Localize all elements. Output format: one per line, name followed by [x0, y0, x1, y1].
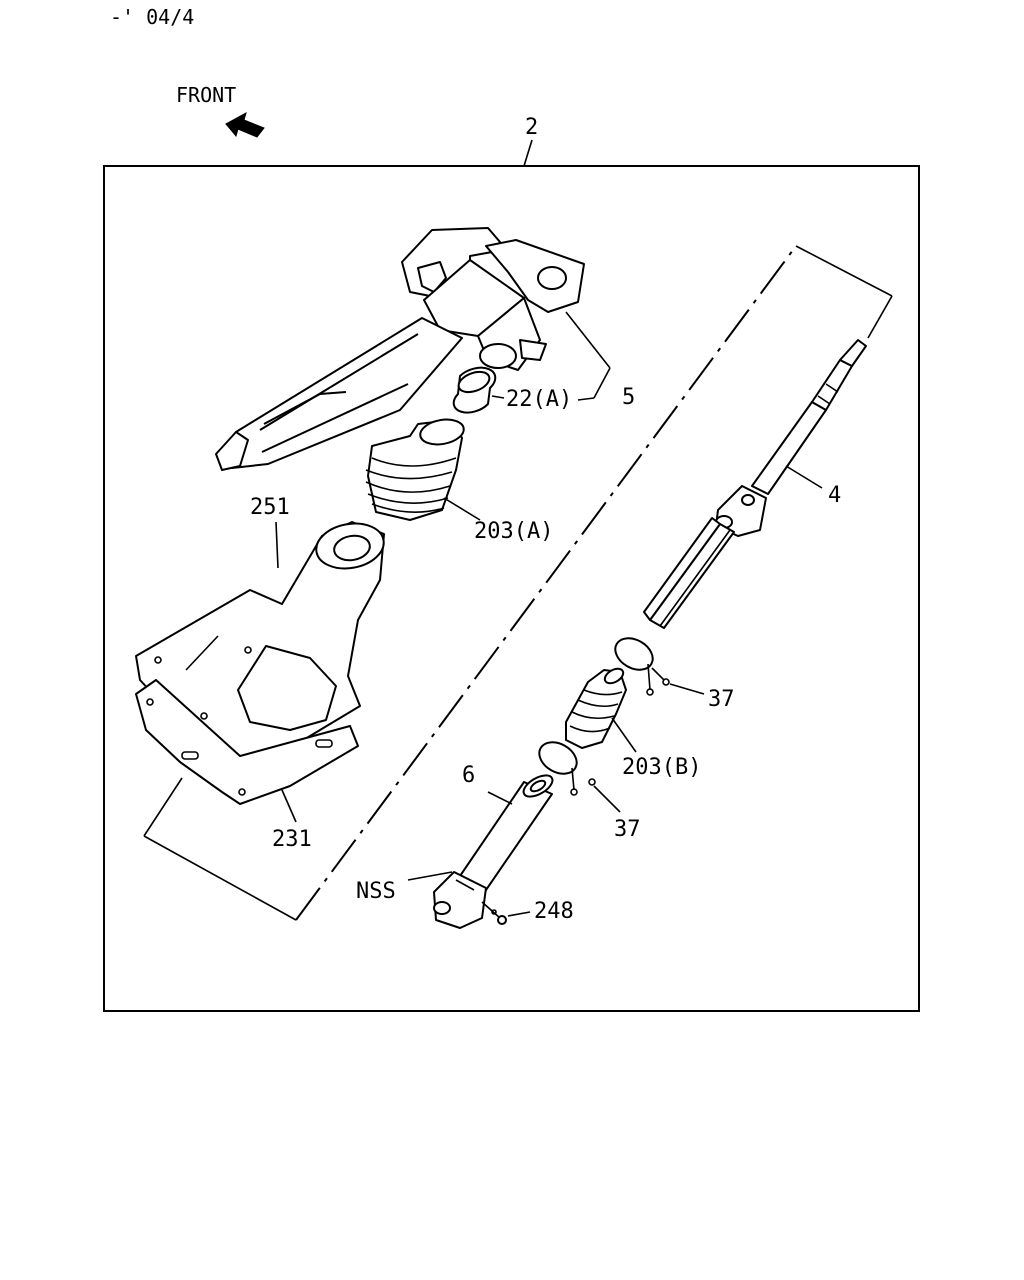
callout-clip-lower: 37 [614, 817, 641, 842]
cover-part [135, 521, 385, 761]
callout-boot-upper: 203(A) [474, 519, 553, 544]
boot-upper-part [365, 418, 465, 521]
callout-bolt: 248 [534, 899, 574, 924]
callout-assembly: 2 [525, 115, 538, 140]
page-code: -' 04/4 [110, 5, 194, 29]
lower-shaft-part [433, 774, 554, 929]
callout-bracket: 5 [622, 385, 635, 410]
callout-col-shaft: 4 [828, 483, 841, 508]
callout-nss: NSS [356, 879, 396, 904]
bush-part [452, 366, 497, 414]
boot-lower-part [565, 667, 627, 749]
bracket-part [215, 227, 585, 471]
column-shaft-part [643, 339, 867, 629]
callout-lower-shaft: 6 [462, 763, 475, 788]
callout-boot-lower: 203(B) [622, 755, 701, 780]
arrow-front-icon [225, 111, 265, 138]
callout-bush: 22(A) [506, 387, 572, 412]
bolt-part [481, 901, 507, 925]
callout-cover: 251 [250, 495, 290, 520]
axis-outline [143, 245, 893, 921]
callout-plate: 231 [272, 827, 312, 852]
clip-lower-part [538, 741, 596, 796]
assembly-frame [103, 165, 920, 1012]
callout-clip-upper: 37 [708, 687, 735, 712]
clip-upper-part [614, 637, 670, 696]
plate-part [135, 679, 359, 805]
front-label: FRONT [176, 83, 236, 107]
